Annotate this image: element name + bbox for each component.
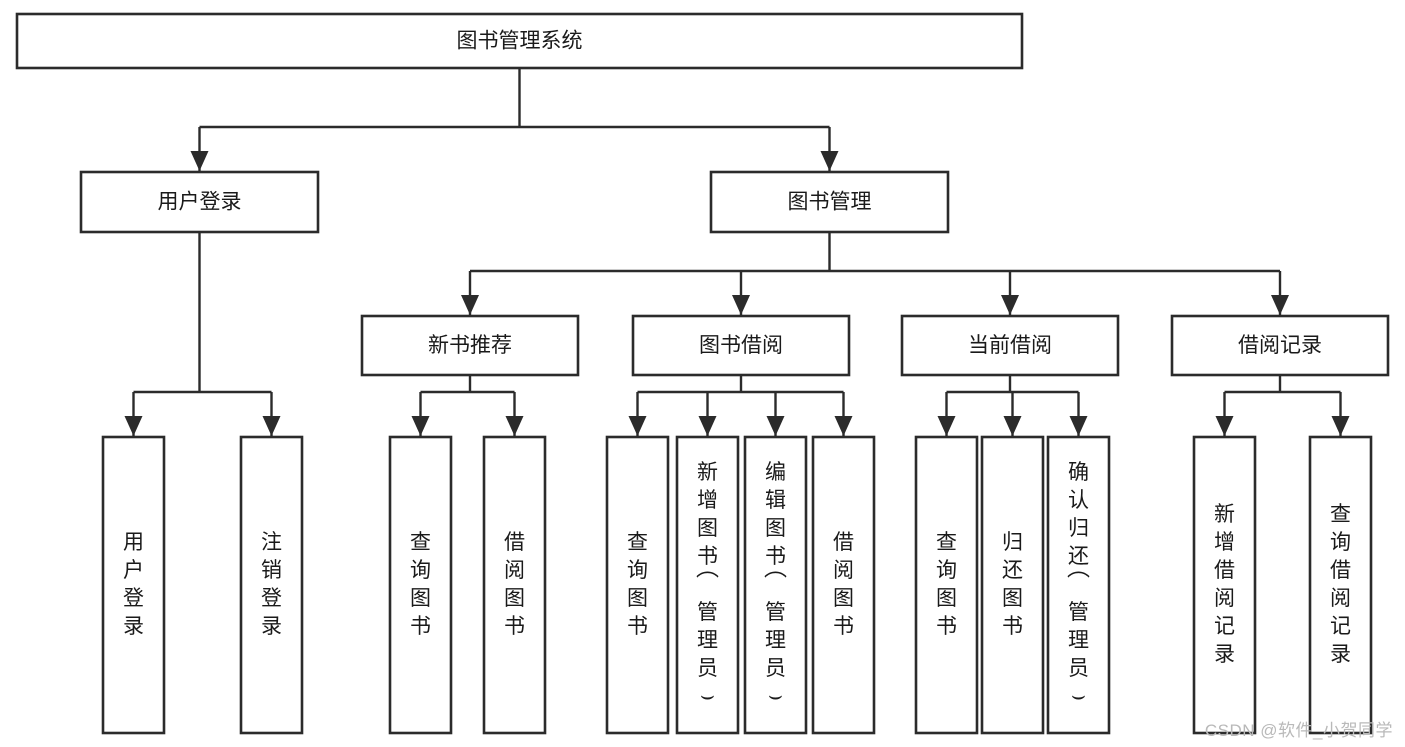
- node-box-leaf-confirm-return: [1046, 435, 1111, 735]
- node-label-book-management: 图书管理: [788, 191, 872, 214]
- node-label-root: 图书管理系统: [457, 30, 583, 53]
- arrow-head: [190, 151, 209, 171]
- node-label-leaf-query-borrow-record: 查询借阅记录: [1330, 503, 1351, 666]
- node-borrow-records[interactable]: 借阅记录: [1170, 314, 1390, 377]
- arrow-head: [1215, 416, 1234, 436]
- node-label-leaf-query-book-rec: 查询图书: [410, 531, 431, 638]
- node-leaf-confirm-return[interactable]: 确认归还⌒管理员⌣: [1046, 435, 1111, 735]
- connections-layer: [124, 68, 1350, 436]
- node-user-login[interactable]: 用户登录: [79, 170, 320, 234]
- arrow-head: [698, 416, 717, 436]
- node-label-leaf-user-login: 用户登录: [123, 531, 144, 638]
- arrow-head: [820, 151, 839, 171]
- node-leaf-query-book-current[interactable]: 查询图书: [914, 435, 979, 735]
- node-root[interactable]: 图书管理系统: [15, 12, 1024, 70]
- node-leaf-borrow-book[interactable]: 借阅图书: [811, 435, 876, 735]
- arrow-head: [1001, 295, 1019, 315]
- node-box-root: [15, 12, 1024, 70]
- node-box-new-book-recommend: [360, 314, 580, 377]
- arrow-head: [505, 416, 524, 436]
- node-label-leaf-return-book: 归还图书: [1002, 531, 1023, 638]
- node-leaf-logout[interactable]: 注销登录: [239, 435, 304, 735]
- node-leaf-query-book-rec[interactable]: 查询图书: [388, 435, 453, 735]
- arrow-head: [1003, 416, 1022, 436]
- nodes-layer: 图书管理系统用户登录图书管理新书推荐图书借阅当前借阅借阅记录用户登录注销登录查询…: [15, 12, 1390, 735]
- arrow-head: [766, 416, 785, 436]
- node-box-user-login: [79, 170, 320, 234]
- node-book-management[interactable]: 图书管理: [709, 170, 950, 234]
- node-leaf-query-borrow-record[interactable]: 查询借阅记录: [1308, 435, 1373, 735]
- node-label-borrow-records: 借阅记录: [1238, 334, 1322, 357]
- node-label-leaf-add-borrow-record: 新增借阅记录: [1214, 503, 1235, 666]
- arrow-head: [124, 416, 143, 436]
- watermark-text: CSDN @软件_小贺同学: [1204, 721, 1393, 740]
- arrow-head: [628, 416, 647, 436]
- node-box-current-borrow: [900, 314, 1120, 377]
- node-label-leaf-add-book: 新增图书⌒管理员⌣: [696, 461, 719, 708]
- arrow-head: [262, 416, 281, 436]
- arrow-head: [834, 416, 853, 436]
- node-leaf-add-book[interactable]: 新增图书⌒管理员⌣: [675, 435, 740, 735]
- node-box-leaf-query-book-borrow: [605, 435, 670, 735]
- node-box-leaf-query-book-current: [914, 435, 979, 735]
- node-box-leaf-add-borrow-record: [1192, 435, 1257, 735]
- node-box-book-borrow: [631, 314, 851, 377]
- node-leaf-query-book-borrow[interactable]: 查询图书: [605, 435, 670, 735]
- node-label-leaf-query-book-borrow: 查询图书: [627, 531, 648, 638]
- node-box-book-management: [709, 170, 950, 234]
- node-label-book-borrow: 图书借阅: [699, 334, 783, 357]
- node-box-leaf-user-login: [101, 435, 166, 735]
- node-box-leaf-edit-book: [743, 435, 808, 735]
- node-book-borrow[interactable]: 图书借阅: [631, 314, 851, 377]
- node-box-leaf-return-book: [980, 435, 1045, 735]
- arrow-head: [1069, 416, 1088, 436]
- node-box-leaf-query-borrow-record: [1308, 435, 1373, 735]
- node-box-leaf-borrow-book-rec: [482, 435, 547, 735]
- arrow-head: [461, 295, 479, 315]
- node-new-book-recommend[interactable]: 新书推荐: [360, 314, 580, 377]
- node-label-leaf-edit-book: 编辑图书⌒管理员⌣: [764, 461, 787, 708]
- node-leaf-return-book[interactable]: 归还图书: [980, 435, 1045, 735]
- arrow-head: [411, 416, 430, 436]
- node-label-leaf-borrow-book: 借阅图书: [833, 531, 854, 638]
- node-box-leaf-add-book: [675, 435, 740, 735]
- arrow-head: [1271, 295, 1289, 315]
- node-leaf-add-borrow-record[interactable]: 新增借阅记录: [1192, 435, 1257, 735]
- node-leaf-borrow-book-rec[interactable]: 借阅图书: [482, 435, 547, 735]
- node-label-current-borrow: 当前借阅: [968, 334, 1052, 357]
- arrow-head: [1331, 416, 1350, 436]
- node-label-leaf-confirm-return: 确认归还⌒管理员⌣: [1067, 461, 1090, 708]
- node-label-user-login: 用户登录: [158, 191, 242, 214]
- node-leaf-edit-book[interactable]: 编辑图书⌒管理员⌣: [743, 435, 808, 735]
- node-leaf-user-login[interactable]: 用户登录: [101, 435, 166, 735]
- arrow-head: [937, 416, 956, 436]
- node-box-leaf-borrow-book: [811, 435, 876, 735]
- node-label-leaf-query-book-current: 查询图书: [936, 531, 957, 638]
- arrow-head: [732, 295, 750, 315]
- node-box-leaf-query-book-rec: [388, 435, 453, 735]
- node-label-leaf-logout: 注销登录: [261, 531, 282, 638]
- node-box-leaf-logout: [239, 435, 304, 735]
- node-box-borrow-records: [1170, 314, 1390, 377]
- node-label-leaf-borrow-book-rec: 借阅图书: [504, 531, 525, 638]
- node-current-borrow[interactable]: 当前借阅: [900, 314, 1120, 377]
- node-label-new-book-recommend: 新书推荐: [428, 334, 512, 357]
